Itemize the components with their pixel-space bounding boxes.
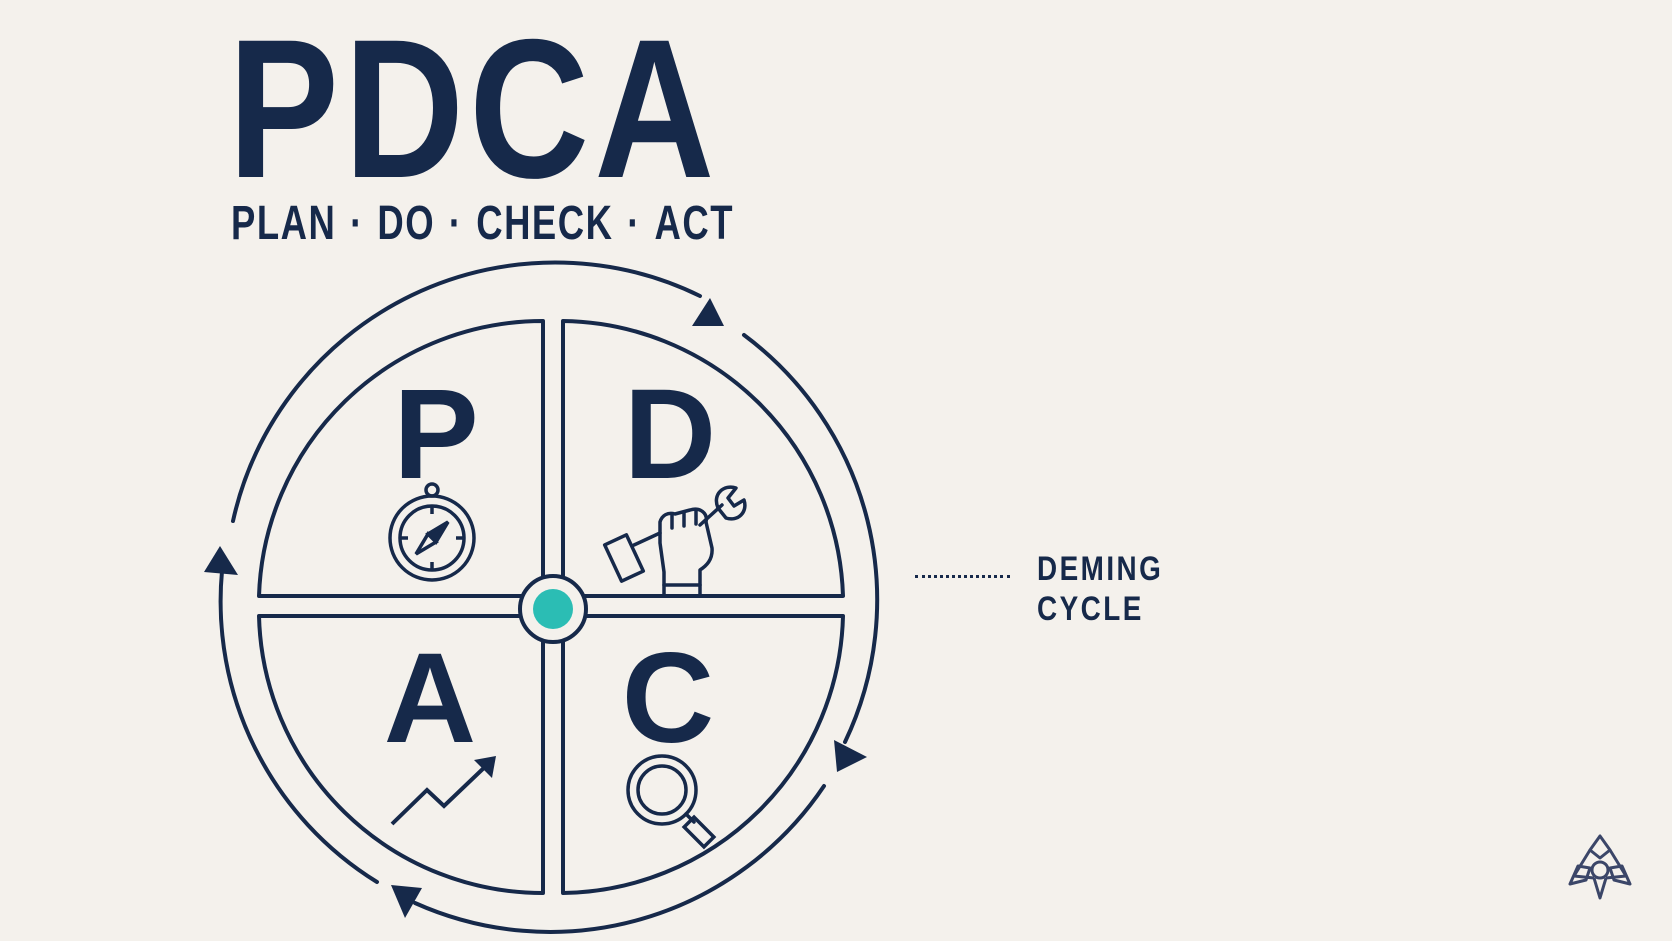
subtitle-separator: ·: [627, 197, 641, 250]
callout-line-1: DEMING: [1037, 550, 1164, 588]
cycle-arrowhead-top: [692, 298, 724, 326]
subtitle-plan: PLAN: [231, 197, 337, 250]
quadrant-outline-d: [561, 319, 845, 598]
quadrant-letter-a: A: [384, 627, 476, 770]
quadrant-letter-d: D: [624, 363, 716, 506]
subtitle-do: DO: [377, 197, 436, 250]
callout-leader: [915, 575, 1010, 578]
subtitle-check: CHECK: [476, 197, 614, 250]
cycle-arrowhead-right: [834, 740, 867, 772]
quadrant-outline-a: [257, 614, 545, 895]
subtitle-separator: ·: [448, 197, 463, 250]
center-hub-dot: [533, 589, 573, 629]
quadrant-outline-p: [257, 319, 545, 598]
subtitle: PLAN·DO·CHECK·ACT: [231, 200, 734, 248]
cycle-arc-bottom: [413, 784, 826, 934]
quadrant-letter-c: C: [622, 627, 714, 770]
wrench-fist-icon: [602, 485, 747, 598]
callout-line-2: CYCLE: [1037, 590, 1144, 628]
triskelion-logo-icon: [1568, 834, 1632, 900]
deming-cycle-callout: DEMING CYCLE: [1037, 549, 1163, 629]
trend-arrow-icon: [390, 756, 496, 826]
cycle-arc-left: [218, 569, 379, 884]
subtitle-act: ACT: [654, 197, 735, 250]
subtitle-separator: ·: [350, 197, 364, 250]
quadrant-letter-p: P: [393, 363, 478, 506]
cycle-arc-top: [231, 260, 702, 523]
cycle-arrowhead-bottom: [391, 885, 422, 918]
cycle-arc-right: [742, 333, 880, 744]
cycle-arrowhead-left: [204, 546, 238, 575]
magnifier-icon: [626, 754, 717, 850]
compass-icon: [388, 482, 476, 582]
page-title: PDCA: [228, 0, 720, 219]
quadrant-outline-c: [561, 614, 845, 895]
